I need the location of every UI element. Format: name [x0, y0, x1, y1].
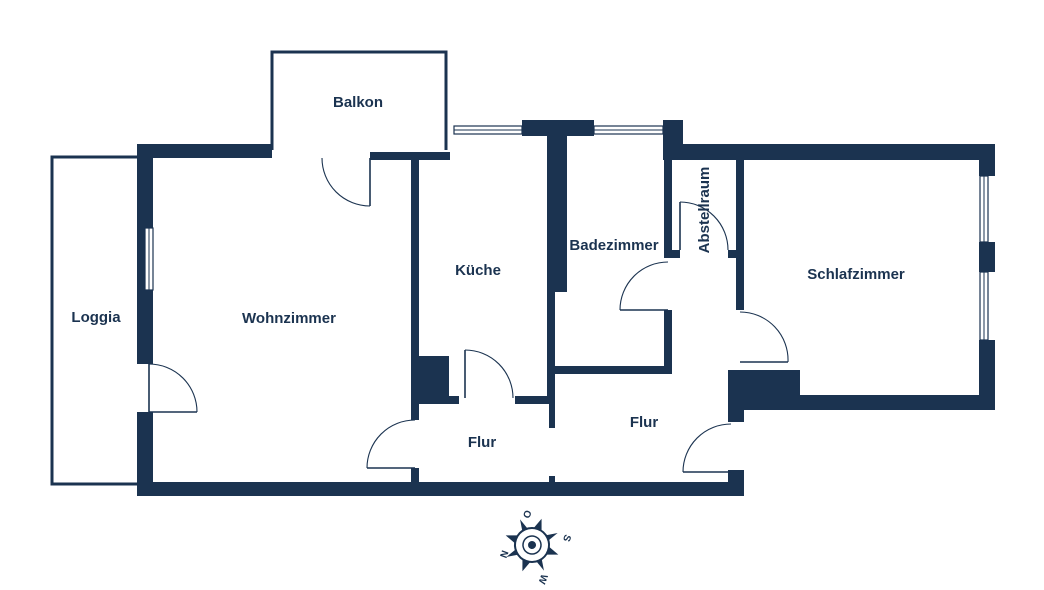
compass-letters: O S N W [497, 508, 573, 585]
room-label-flur-left: Flur [468, 434, 496, 451]
compass-rose-icon [505, 518, 559, 572]
walls [137, 120, 995, 496]
room-label-flur-right: Flur [630, 414, 658, 431]
room-label-badezimmer: Badezimmer [569, 237, 658, 254]
room-label-wohnzimmer: Wohnzimmer [242, 310, 336, 327]
room-label-abstellraum: Abstellraum [696, 167, 713, 254]
room-label-balkon: Balkon [333, 94, 383, 111]
compass-west: W [535, 573, 549, 586]
room-labels: Balkon Loggia Wohnzimmer Küche Badezimme… [71, 94, 905, 451]
compass-south: S [560, 533, 573, 543]
windows [144, 125, 989, 341]
room-label-loggia: Loggia [71, 309, 121, 326]
balconies [50, 50, 448, 486]
room-label-kueche: Küche [455, 262, 501, 279]
doors [148, 157, 789, 473]
compass-north: N [497, 549, 510, 560]
compass-east: O [520, 508, 533, 519]
room-label-schlafzimmer: Schlafzimmer [807, 266, 905, 283]
